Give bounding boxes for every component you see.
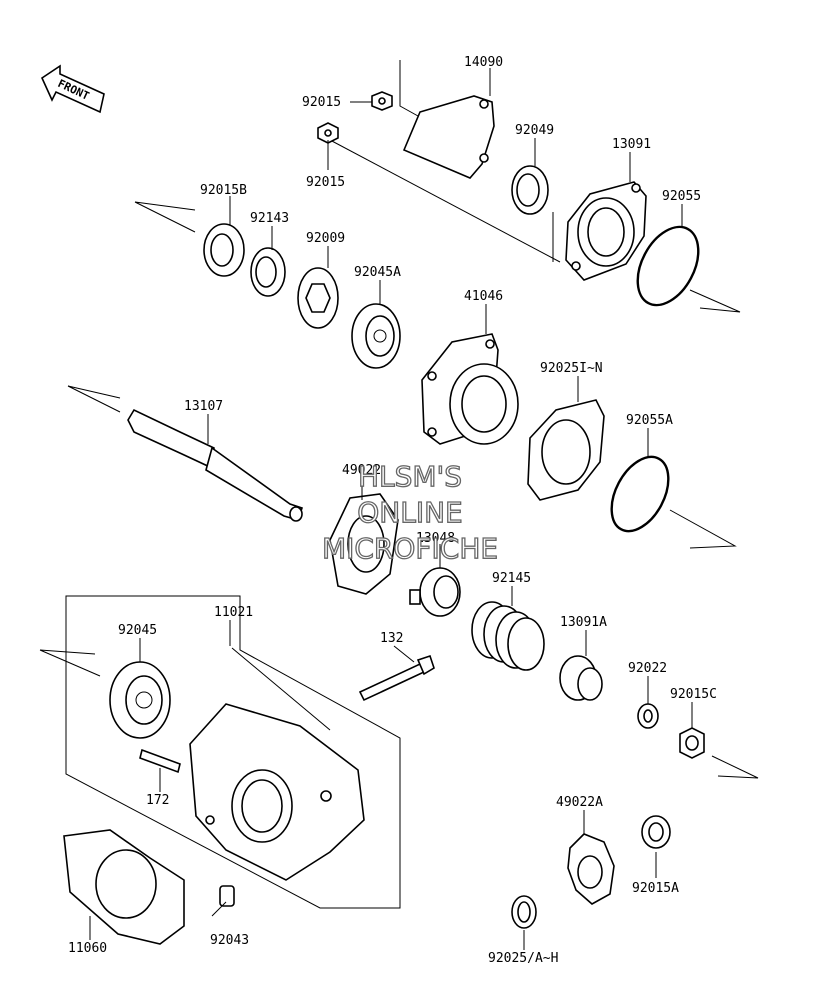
front-arrow-icon: FRONT <box>40 64 105 114</box>
label-14090: 14090 <box>464 55 503 70</box>
label-92043: 92043 <box>210 933 249 948</box>
part-92145-spring <box>471 601 545 671</box>
part-13107-shaft <box>127 408 304 522</box>
part-92045-bearing <box>109 661 171 739</box>
label-13048: 13048 <box>416 531 455 546</box>
part-92049-seal <box>511 165 549 215</box>
watermark-line-1: HLSM'S <box>358 460 462 493</box>
label-92025ah: 92025/A~H <box>488 951 558 966</box>
part-92015a-nut <box>641 815 671 849</box>
part-49022-gear <box>329 493 399 595</box>
part-132-bolt <box>358 654 435 702</box>
label-92015a: 92015A <box>632 881 679 896</box>
watermark: HLSM'S ONLINE MICROFICHE <box>321 459 498 565</box>
part-92022-washer <box>637 703 659 729</box>
part-92025ah-shim <box>511 895 537 929</box>
label-92022: 92022 <box>628 661 667 676</box>
label-leaders <box>89 68 693 950</box>
label-13091a: 13091A <box>560 615 607 630</box>
part-labels: 14090 92015 92015 92049 13091 92015B 921… <box>68 55 717 966</box>
part-92043-pin <box>219 885 235 907</box>
watermark-line-2: ONLINE <box>357 496 462 529</box>
part-13091-flange <box>565 181 647 281</box>
part-11060-gasket <box>63 829 185 945</box>
watermark-line-3: MICROFICHE <box>322 532 498 565</box>
label-13091: 13091 <box>612 137 651 152</box>
label-49022: 49022 <box>342 463 381 478</box>
part-41046-housing <box>421 333 519 445</box>
part-13048-coupling <box>409 567 461 617</box>
part-92143-collar <box>250 247 286 297</box>
label-11021: 11021 <box>214 605 253 620</box>
leader-lines <box>39 60 759 909</box>
part-172-stud <box>139 748 181 774</box>
label-132: 132 <box>380 631 403 646</box>
part-92009-shim <box>297 267 339 329</box>
part-92015-nut-top <box>371 91 393 111</box>
part-49022a-sprocket <box>567 833 615 905</box>
part-92015b-locknut <box>203 223 245 277</box>
label-92145: 92145 <box>492 571 531 586</box>
part-92055-oring <box>636 225 700 307</box>
part-92055a-oring <box>610 455 670 533</box>
label-11060: 11060 <box>68 941 107 956</box>
label-92009: 92009 <box>306 231 345 246</box>
part-13091a-cam <box>559 655 603 701</box>
part-14090-guard <box>402 95 495 179</box>
part-11021-case <box>189 703 365 881</box>
part-92025in-gasket <box>527 399 605 501</box>
label-41046: 41046 <box>464 289 503 304</box>
label-92055: 92055 <box>662 189 701 204</box>
label-92045: 92045 <box>118 623 157 638</box>
label-92045a: 92045A <box>354 265 401 280</box>
label-92015c: 92015C <box>670 687 717 702</box>
label-92049: 92049 <box>515 123 554 138</box>
label-13107: 13107 <box>184 399 223 414</box>
label-92055a: 92055A <box>626 413 673 428</box>
part-92015c-nut <box>679 727 705 759</box>
label-49022a: 49022A <box>556 795 603 810</box>
part-92015-nut-mid <box>317 122 339 144</box>
label-92015b: 92015B <box>200 183 247 198</box>
label-92015-mid: 92015 <box>306 175 345 190</box>
label-172: 172 <box>146 793 169 808</box>
label-92143: 92143 <box>250 211 289 226</box>
label-92015-top: 92015 <box>302 95 341 110</box>
part-92045a-bearing <box>351 303 401 369</box>
label-92025in: 92025I~N <box>540 361 603 376</box>
